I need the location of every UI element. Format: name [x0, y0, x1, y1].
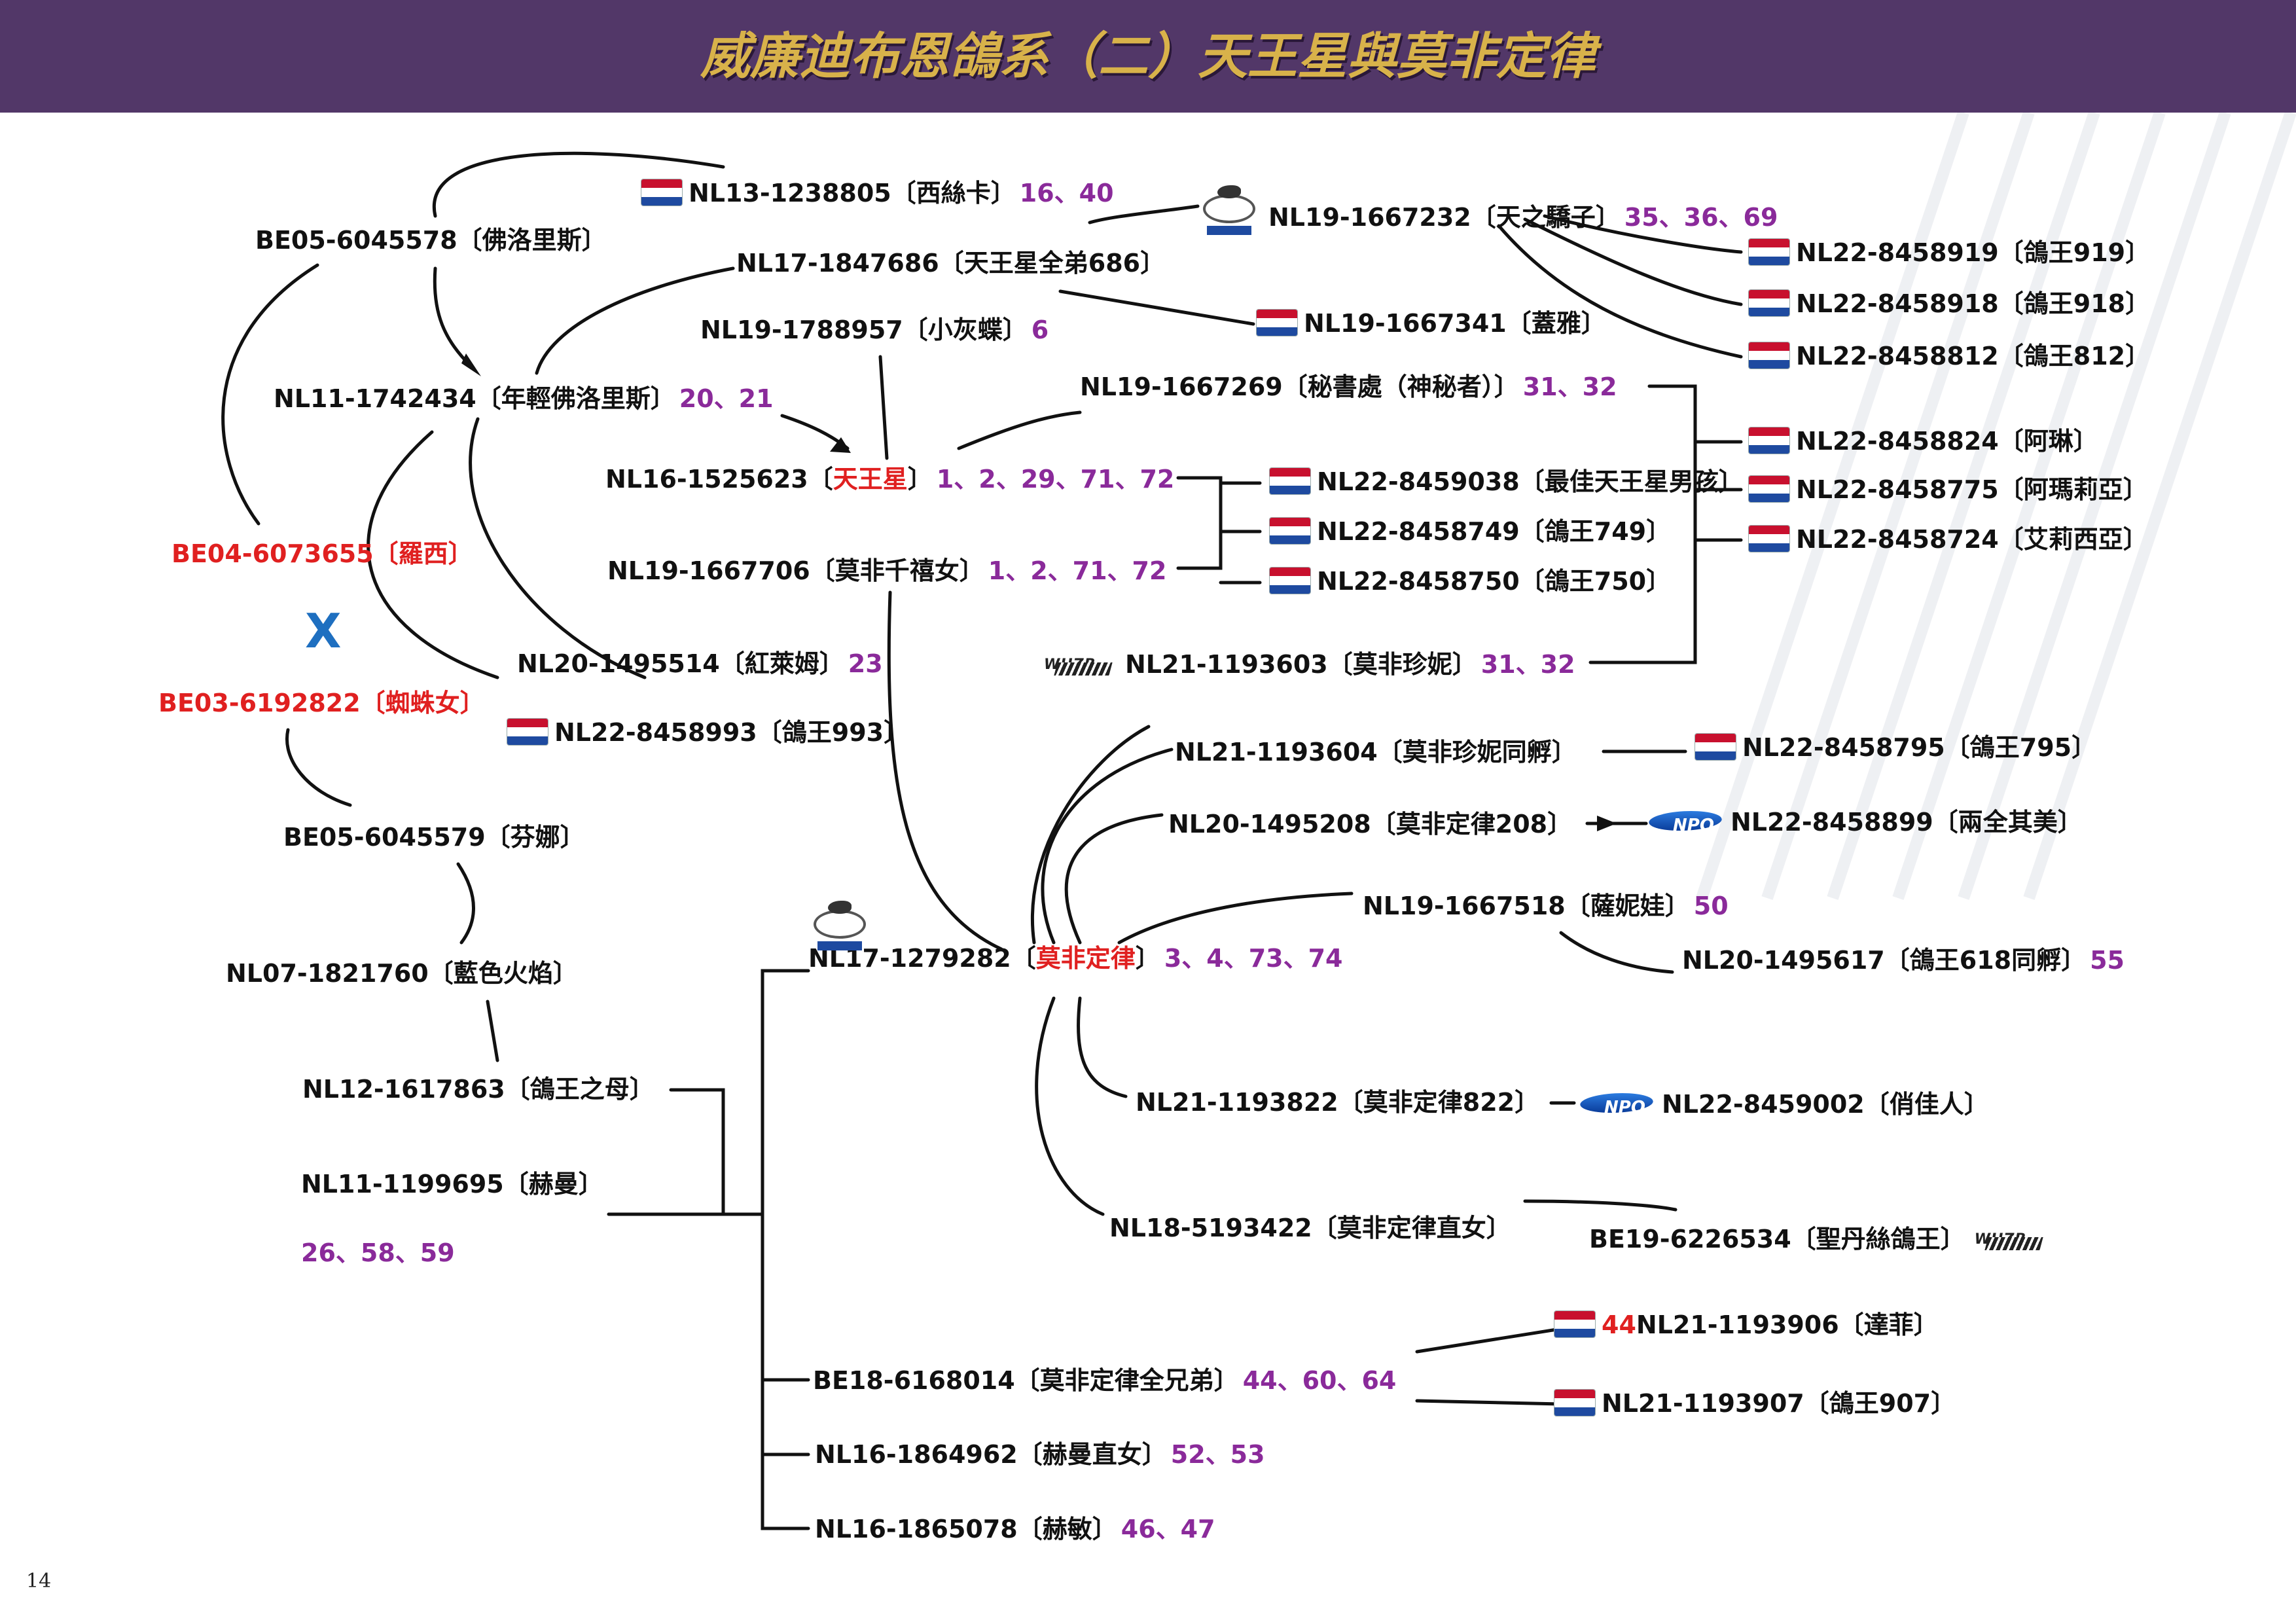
node-n17: BE05-6045579〔芬娜〕 [283, 823, 585, 852]
node-n33: NL16-1865078〔赫敏〕46、47 [815, 1515, 1215, 1543]
node-n13: WHZBNL21-1193603〔莫非珍妮〕31、32 [1044, 648, 1575, 680]
netherlands-flag-icon [1749, 239, 1789, 265]
cf-logo-icon [808, 901, 871, 950]
page-number: 14 [26, 1570, 52, 1593]
title-banner [0, 0, 2296, 113]
node-n08: NL19-1667269〔秘書處（神秘者）〕31、32 [1080, 372, 1617, 401]
node-n31: NL21-1193907〔鴿王907〕 [1554, 1388, 1956, 1419]
netherlands-flag-icon [1749, 290, 1789, 316]
node-n27: NL18-5193422〔莫非定律直女〕 [1109, 1214, 1511, 1242]
node-m01: NL22-8459038〔最佳天王星男孩〕 [1270, 466, 1744, 497]
node-r04: NL22-8458824〔阿琳〕 [1749, 425, 2098, 457]
netherlands-flag-icon [1749, 476, 1789, 502]
node-n22: NL20-1495617〔鴿王618同孵〕55 [1682, 946, 2125, 975]
node-n26: NL11-1199695〔赫曼〕 [301, 1170, 603, 1199]
node-n10: BE04-6073655〔羅西〕 [171, 539, 473, 568]
node-n18: NL20-1495208〔莫非定律208〕 [1168, 810, 1573, 839]
netherlands-flag-icon [1270, 518, 1310, 544]
page-title: 威廉迪布恩鴿系（二）天王星與莫非定律 [700, 27, 1596, 85]
netherlands-flag-icon [1695, 734, 1736, 760]
node-m03: NL22-8458750〔鴿王750〕 [1270, 566, 1671, 597]
netherlands-flag-icon [507, 719, 548, 745]
node-r03: NL22-8458812〔鴿王812〕 [1749, 340, 2150, 372]
netherlands-flag-icon [1257, 310, 1297, 336]
node-n14: BE03-6192822〔蜘蛛女〕 [158, 689, 485, 717]
node-n05: NL19-1788957〔小灰蝶〕6 [700, 316, 1049, 344]
node-n01: NL13-1238805〔西絲卡〕16、40 [641, 177, 1114, 209]
whzb-logo-icon: WHZB [1044, 648, 1116, 679]
node-r06: NL22-8458724〔艾莉西亞〕 [1749, 524, 2148, 555]
node-n02: BE05-6045578〔佛洛里斯〕 [255, 226, 607, 255]
netherlands-flag-icon [1749, 526, 1789, 552]
netherlands-flag-icon [641, 179, 682, 206]
node-n16: NL21-1193604〔莫非珍妮同孵〕 [1175, 738, 1577, 767]
node-r02: NL22-8458918〔鴿王918〕 [1749, 288, 2150, 319]
node-m04: NL22-8458795〔鴿王795〕 [1695, 732, 2096, 763]
node-n04: NL17-1847686〔天王星全弟686〕 [736, 249, 1166, 278]
netherlands-flag-icon [1749, 427, 1789, 454]
netherlands-flag-icon [1554, 1311, 1595, 1337]
node-n15: NL22-8458993〔鴿王993〕 [507, 717, 908, 748]
node-n32: NL16-1864962〔赫曼直女〕52、53 [815, 1440, 1265, 1469]
whzb-logo-icon: WHZB [1975, 1223, 2047, 1254]
node-n06: NL19-1667341〔蓋雅〕 [1257, 308, 1606, 339]
npo-logo-icon: NPO [1643, 808, 1727, 835]
netherlands-flag-icon [1270, 568, 1310, 594]
node-n29: 44NL21-1193906〔達菲〕 [1554, 1309, 1939, 1341]
node-n23: NL12-1617863〔鴿王之母〕 [302, 1075, 655, 1104]
node-m02: NL22-8458749〔鴿王749〕 [1270, 516, 1671, 547]
node-n07: NL11-1742434〔年輕佛洛里斯〕20、21 [274, 384, 774, 413]
npo-logo-icon: NPO [1575, 1091, 1659, 1117]
node-n26-numbers: 26、58、59 [301, 1238, 455, 1267]
node-n20: NL07-1821760〔藍色火焰〕 [226, 959, 578, 988]
node-n24: NL21-1193822〔莫非定律822〕 [1136, 1088, 1540, 1117]
background-stripes [1696, 113, 2296, 900]
cross-mark: X [305, 604, 342, 659]
node-r05: NL22-8458775〔阿瑪莉亞〕 [1749, 474, 2148, 505]
netherlands-flag-icon [1749, 342, 1789, 369]
node-n12: NL20-1495514〔紅萊姆〕23 [517, 649, 883, 678]
node-n19: NL19-1667518〔薩妮娃〕50 [1363, 892, 1729, 920]
node-n11: NL19-1667706〔莫非千禧女〕1、2、71、72 [607, 556, 1167, 585]
node-r01: NL22-8458919〔鴿王919〕 [1749, 237, 2150, 268]
node-n09: NL16-1525623〔天王星〕1、2、29、71、72 [605, 465, 1175, 494]
cf-logo-icon [1198, 185, 1261, 235]
node-n21: NL17-1279282〔莫非定律〕3、4、73、74 [808, 901, 1342, 974]
node-n28: BE19-6226534〔聖丹絲鴿王〕WHZB [1589, 1223, 2056, 1255]
netherlands-flag-icon [1554, 1390, 1595, 1416]
node-n30: BE18-6168014〔莫非定律全兄弟〕44、60、64 [813, 1366, 1397, 1395]
node-n03: NL19-1667232〔天之驕子〕35、36、69 [1198, 185, 1778, 235]
netherlands-flag-icon [1270, 468, 1310, 494]
